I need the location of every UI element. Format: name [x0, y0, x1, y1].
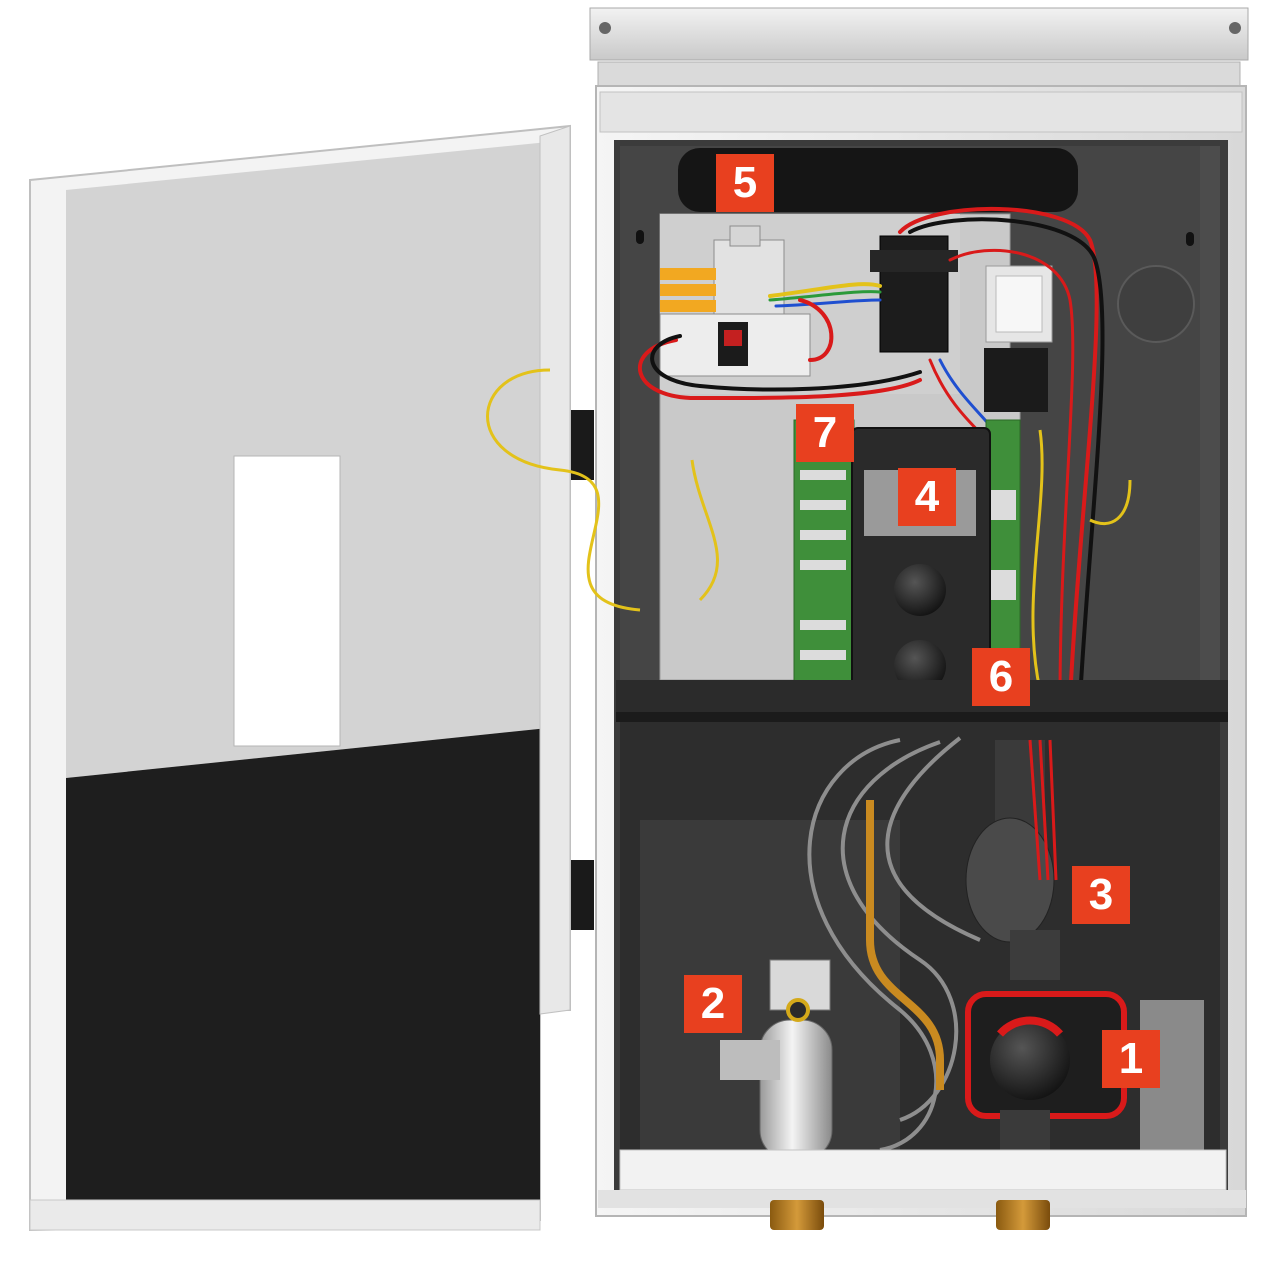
circuit-breaker [659, 313, 811, 377]
circulation-pump [965, 739, 1060, 980]
shelf-divider [616, 680, 1228, 722]
callout-3: 3 [1072, 866, 1130, 924]
brass-pipe [866, 800, 944, 1090]
lower-compartment [620, 722, 1220, 1192]
air-duct [678, 148, 1078, 212]
hoses [807, 736, 981, 1152]
expansion-vessel [720, 959, 833, 1161]
callout-5: 5 [716, 154, 774, 212]
relay-module [870, 235, 958, 353]
transformer [984, 265, 1053, 412]
bottom-pipe-connections [770, 1200, 1050, 1230]
bottom-plate [598, 1149, 1246, 1208]
wall-mounting-bracket [589, 7, 1249, 89]
callout-6: 6 [972, 648, 1030, 706]
callout-1: 1 [1102, 1030, 1160, 1088]
door-hinges [570, 410, 594, 930]
callout-2: 2 [684, 975, 742, 1033]
cable-knockout [636, 230, 1195, 343]
callout-4: 4 [898, 468, 956, 526]
open-cabinet-door [29, 124, 641, 1232]
callout-7: 7 [796, 404, 854, 462]
control-pcb [793, 419, 1021, 691]
